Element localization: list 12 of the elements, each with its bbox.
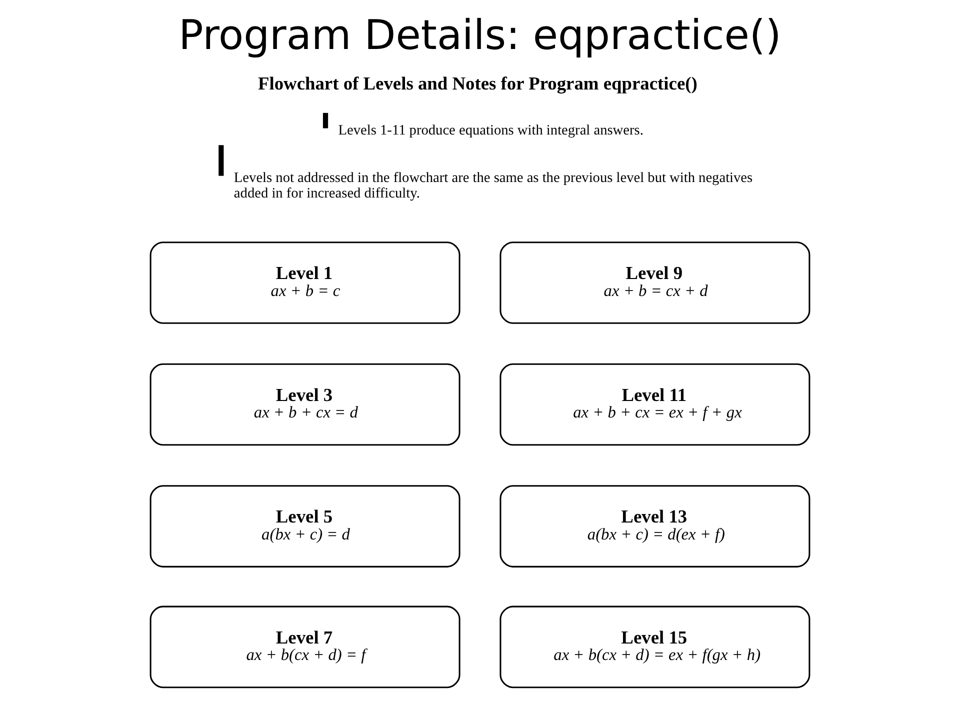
diagram-title: Program Details: eqpractice()	[178, 10, 782, 59]
node-box: Level 11 ax + b + cx = ex + f + gx	[500, 363, 810, 446]
node-box: Level 5 a(bx + c) = d	[150, 485, 460, 568]
label: Levels 1-11 produce equations with integral answers.	[338, 122, 644, 139]
node-box: Level 13 a(bx + c) = d(ex + f)	[500, 485, 810, 568]
label: Levels not addressed in the flowchart are the same as the previous level but with negatives added in for increased difficulty.	[234, 170, 753, 202]
label: Flowchart of Levels and Notes for Program eqpractice()	[258, 73, 698, 94]
node-box: Level 3 ax + b + cx = d	[150, 363, 460, 446]
node-box: Level 15 ax + b(cx + d) = ex + f(gx + h)	[500, 606, 810, 688]
node-box: Level 1 ax + b = c	[150, 242, 460, 324]
node-box: Level 7 ax + b(cx + d) = f	[150, 606, 460, 688]
node-box: Level 9 ax + b = cx + d	[500, 242, 810, 324]
